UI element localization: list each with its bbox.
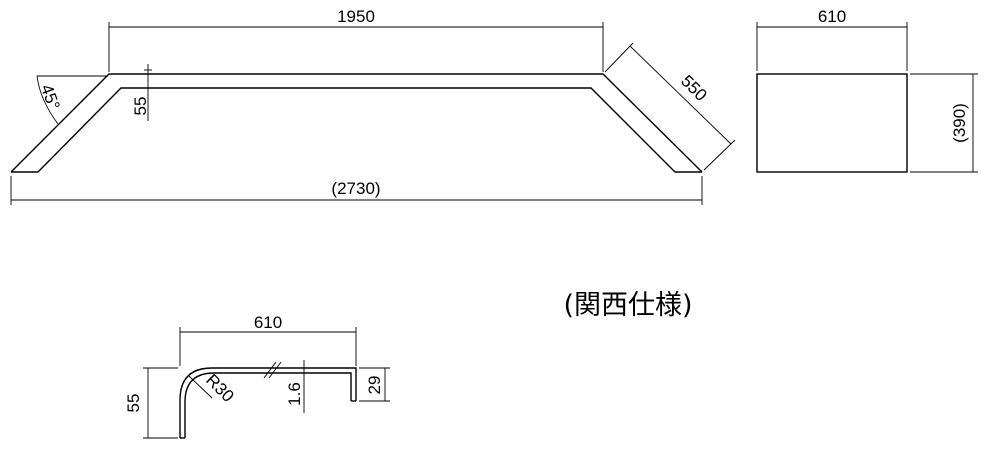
dimension-55: 55	[131, 64, 152, 121]
dim-label-29: 29	[365, 376, 384, 395]
dim-label-45: 45°	[37, 82, 64, 113]
dim-label-r30: R30	[202, 370, 237, 405]
dimension-610-section: 610	[179, 313, 357, 366]
countertop-outer-outline	[10, 73, 703, 173]
dim-label-610-side: 610	[818, 7, 846, 26]
dimension-1950: 1950	[108, 7, 604, 72]
dim-label-550: 550	[677, 71, 710, 104]
dim-label-1-6: 1.6	[285, 382, 304, 406]
dimension-45-angle: 45°	[36, 75, 108, 125]
dimension-55-section: 55	[124, 367, 178, 439]
dim-label-55-top: 55	[131, 97, 150, 116]
dim-label-610-section: 610	[254, 313, 282, 332]
region-note: (関西仕様)	[563, 290, 692, 321]
dimension-r30: R30	[188, 370, 238, 406]
dim-label-1950: 1950	[337, 7, 375, 26]
dimension-29: 29	[359, 367, 390, 402]
dimension-1-6: 1.6	[285, 360, 305, 413]
countertop-inner-outline	[37, 87, 676, 173]
dimension-2730: (2730)	[10, 176, 703, 205]
dimension-550: 550	[604, 42, 736, 171]
side-view: 610 (390)	[756, 7, 978, 173]
section-profile-outer	[179, 367, 357, 438]
side-rectangle	[756, 73, 908, 173]
section-detail: 610 55 R30 1.6 29	[124, 313, 390, 439]
dim-label-55-section: 55	[124, 394, 143, 413]
break-mark-2	[268, 361, 282, 379]
top-view: 1950 550 45° 55 (2730)	[10, 7, 736, 205]
break-mark-1	[263, 361, 277, 379]
dimension-390: (390)	[910, 73, 978, 173]
dim-label-2730: (2730)	[331, 179, 380, 198]
dim-label-390: (390)	[950, 103, 969, 143]
section-profile-inner	[184, 372, 352, 438]
dimension-610-side: 610	[756, 7, 908, 71]
